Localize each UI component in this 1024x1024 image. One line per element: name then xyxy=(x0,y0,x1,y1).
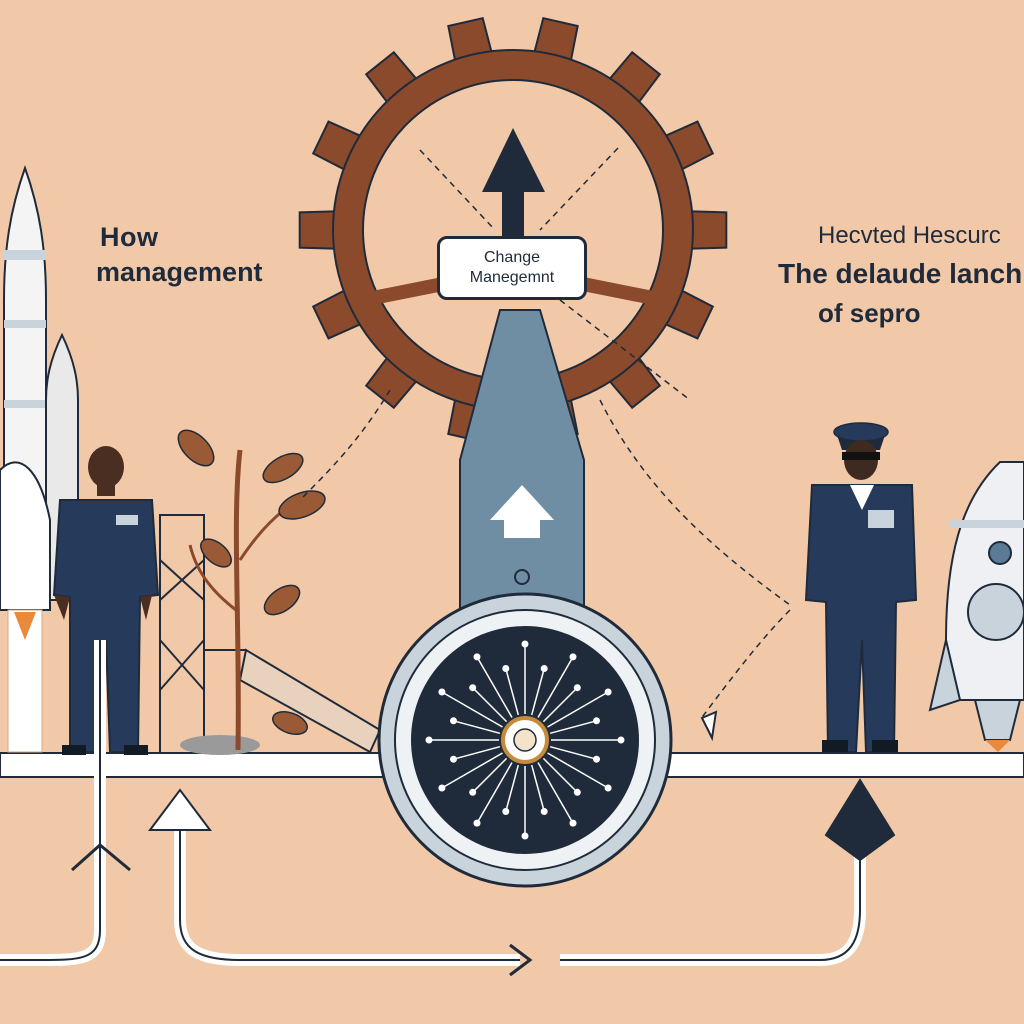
dashed-guides xyxy=(299,147,791,721)
officer-figure-left xyxy=(52,446,160,755)
gear-label-line-1: Change xyxy=(483,249,541,266)
compass-dial-icon xyxy=(377,592,673,888)
officer-figure-right xyxy=(804,422,918,753)
right-heading-line-2: The delaude lanch xyxy=(778,258,1023,289)
change-management-label: Change Manegemnt xyxy=(437,236,587,300)
left-heading-line-2: management xyxy=(96,257,263,287)
left-heading-line-1: How xyxy=(100,222,159,252)
plant-icon xyxy=(177,429,326,751)
rocket-icon xyxy=(0,165,79,753)
gear-label-line-2: Manegemnt xyxy=(469,269,555,286)
right-heading-line-3: of sepro xyxy=(818,298,921,328)
rocket-icon-right xyxy=(928,461,1024,752)
white-up-arrow-icon xyxy=(490,485,554,538)
flow-arrow-icon xyxy=(0,640,896,977)
right-heading-line-1: Hecvted Hescurc xyxy=(818,222,1001,249)
pointer-shaft xyxy=(459,309,585,613)
